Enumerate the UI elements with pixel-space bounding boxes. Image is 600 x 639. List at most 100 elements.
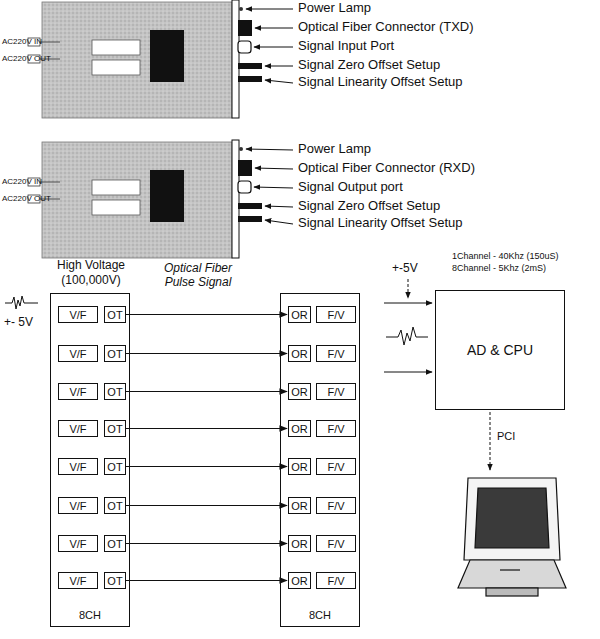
vf-converter: V/F — [58, 420, 98, 437]
box-label: OR — [291, 348, 308, 360]
box-label: OR — [291, 423, 308, 435]
callout-label: Optical Fiber Connector (RXD) — [298, 161, 475, 176]
optical-transmitter: OT — [104, 458, 126, 475]
callout-label: Signal Linearity Offset Setup — [298, 75, 463, 90]
optical-receiver: OR — [288, 345, 311, 362]
link-label: Optical Fiber Pulse Signal — [150, 262, 246, 290]
box-label: OT — [107, 423, 122, 435]
box-label: OT — [107, 348, 122, 360]
fv-converter: F/V — [316, 458, 356, 475]
callout-label: Signal Zero Offset Setup — [298, 199, 440, 214]
signal-level: +-5V — [392, 262, 418, 276]
fv-converter: F/V — [316, 535, 356, 552]
fv-converter: F/V — [316, 383, 356, 400]
fv-converter: F/V — [316, 497, 356, 514]
fv-converter: F/V — [316, 345, 356, 362]
computer-monitor — [458, 478, 566, 596]
vf-converter: V/F — [58, 497, 98, 514]
rack-label: High Voltage (100,000V) — [39, 258, 143, 288]
fiber-link — [126, 428, 287, 429]
fv-converter: F/V — [316, 306, 356, 323]
box-label: V/F — [69, 538, 86, 550]
vf-converter: V/F — [58, 345, 98, 362]
power-terminal-label: AC220V IN — [2, 177, 42, 186]
vf-converter: V/F — [58, 306, 98, 323]
box-label: V/F — [69, 500, 86, 512]
bus-label: PCI — [497, 430, 515, 443]
box-label: OT — [107, 386, 122, 398]
fiber-link — [126, 314, 287, 315]
sampling-rate: 1Channel - 40Khz (150uS) — [452, 251, 559, 261]
callout-label: Power Lamp — [298, 142, 371, 157]
box-label: F/V — [327, 309, 344, 321]
callout-label: Power Lamp — [298, 1, 371, 16]
power-terminal-label: AC220V OUT — [2, 54, 51, 63]
optical-receiver: OR — [288, 420, 311, 437]
optical-transmitter: OT — [104, 497, 126, 514]
box-label: V/F — [69, 348, 86, 360]
optical-receiver: OR — [288, 306, 311, 323]
fv-converter: F/V — [316, 420, 356, 437]
box-label: OT — [107, 500, 122, 512]
callout-label: Optical Fiber Connector (TXD) — [298, 20, 474, 35]
sampling-rate: 8Channel - 5Khz (2mS) — [452, 263, 546, 273]
box-label: F/V — [327, 348, 344, 360]
rack-label: 8CH — [281, 609, 359, 621]
box-label: V/F — [69, 461, 86, 473]
box-label: V/F — [69, 575, 86, 587]
box-label: OR — [291, 386, 308, 398]
optical-receiver: OR — [288, 383, 311, 400]
fiber-link — [126, 543, 287, 544]
power-terminal-label: AC220V OUT — [2, 194, 51, 203]
fiber-link — [126, 580, 287, 581]
optical-transmitter: OT — [104, 535, 126, 552]
fv-converter: F/V — [316, 572, 356, 589]
box-label: F/V — [327, 538, 344, 550]
box-label: OR — [291, 500, 308, 512]
fiber-link — [126, 466, 287, 467]
vf-converter: V/F — [58, 458, 98, 475]
box-label: OR — [291, 461, 308, 473]
box-label: OT — [107, 575, 122, 587]
vf-converter: V/F — [58, 572, 98, 589]
leader-lines — [246, 9, 293, 224]
fiber-link — [126, 505, 287, 506]
box-label: V/F — [69, 423, 86, 435]
box-label: OT — [107, 538, 122, 550]
rack-label: 8CH — [51, 609, 129, 621]
power-terminal-label: AC220V IN — [2, 37, 42, 46]
box-label: F/V — [327, 461, 344, 473]
optical-transmitter: OT — [104, 572, 126, 589]
callout-label: Signal Output port — [298, 180, 403, 195]
callout-label: Signal Linearity Offset Setup — [298, 216, 463, 231]
fiber-link — [126, 353, 287, 354]
optical-receiver: OR — [288, 497, 311, 514]
vf-converter: V/F — [58, 383, 98, 400]
vf-converter: V/F — [58, 535, 98, 552]
module-rack: High Voltage (100,000V)8CHV/FOTV/FOTV/FO… — [50, 293, 130, 627]
ad-cpu-board: AD & CPU — [435, 290, 565, 410]
optical-receiver: OR — [288, 458, 311, 475]
waveform — [5, 296, 38, 309]
optical-transmitter: OT — [104, 306, 126, 323]
box-label: OT — [107, 461, 122, 473]
callout-label: Signal Input Port — [298, 39, 394, 54]
box-label: OR — [291, 538, 308, 550]
box-label: F/V — [327, 386, 344, 398]
optical-receiver: OR — [288, 535, 311, 552]
optical-transmitter: OT — [104, 420, 126, 437]
signal-level: +- 5V — [4, 316, 33, 330]
callout-label: Signal Zero Offset Setup — [298, 58, 440, 73]
box-label: F/V — [327, 423, 344, 435]
box-label: F/V — [327, 575, 344, 587]
box-label: OR — [291, 309, 308, 321]
box-label: V/F — [69, 309, 86, 321]
module-rack: 8CH OR F/V OR F/V OR F/V OR F/V OR F/V OR F/V OR F/V OR… — [280, 293, 360, 627]
box-label: V/F — [69, 386, 86, 398]
box-label: OT — [107, 309, 122, 321]
optical-transmitter: OT — [104, 345, 126, 362]
box-label: AD & CPU — [467, 342, 533, 358]
optical-transmitter: OT — [104, 383, 126, 400]
box-label: F/V — [327, 500, 344, 512]
optical-receiver: OR — [288, 572, 311, 589]
